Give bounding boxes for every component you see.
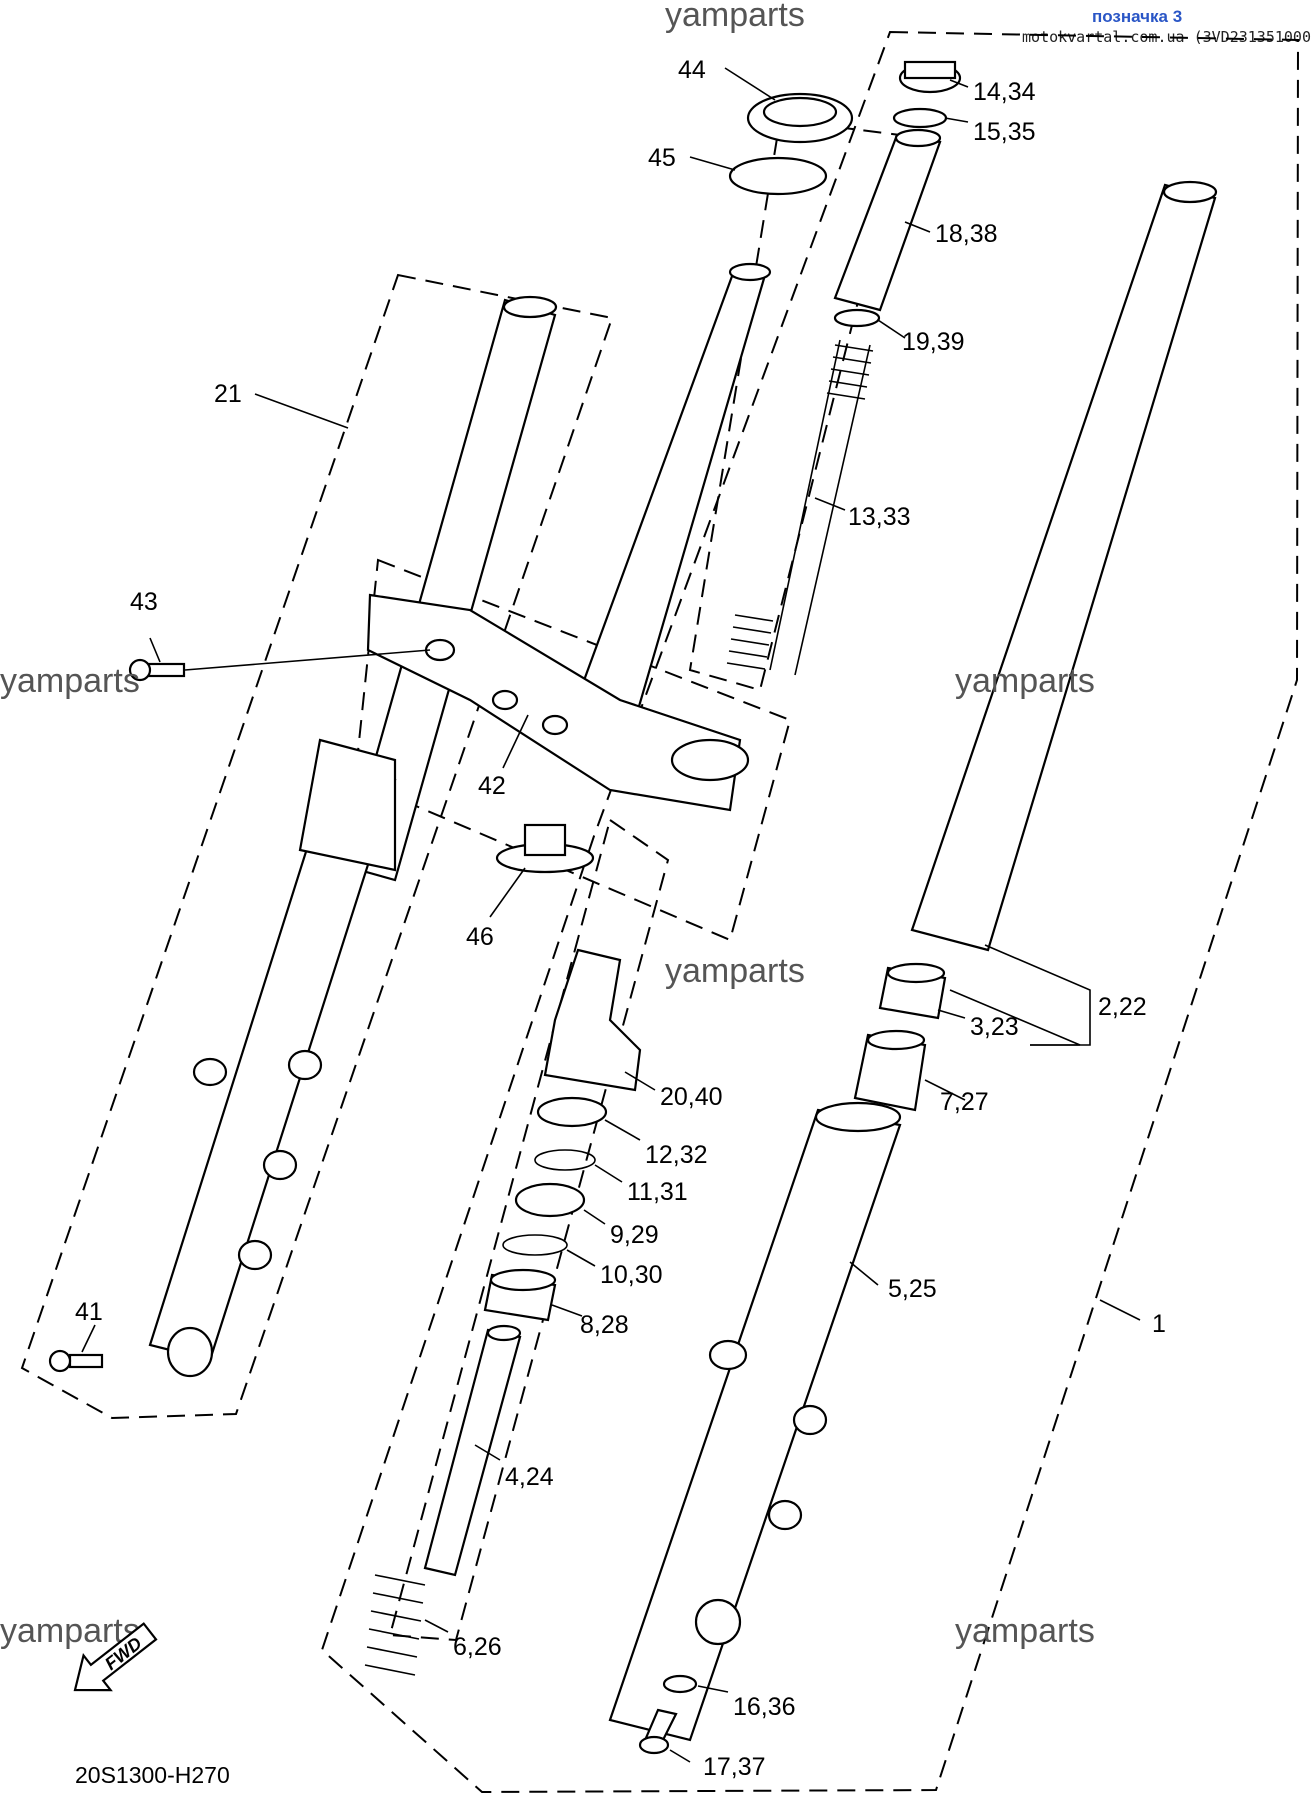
page-tag: позначка 3: [1092, 7, 1182, 26]
steering-stem: [573, 262, 772, 722]
bushing-7: [853, 1029, 927, 1112]
callout-11-31: 11,31: [627, 1178, 688, 1206]
under-bracket-42: [366, 593, 750, 812]
watermark-right-upper: yamparts: [955, 662, 1095, 700]
watermark-left-upper: yamparts: [0, 662, 140, 700]
group-outline-right-fork-1: [320, 30, 1300, 1794]
bolt-46: [495, 823, 595, 874]
o-ring-15: [892, 107, 948, 129]
callout-6-26: 6,26: [453, 1633, 502, 1661]
group-outline-crown-42: [353, 558, 792, 942]
leader-lines: [81, 67, 1141, 1763]
callout-13-33: 13,33: [848, 503, 911, 531]
bushing-3: [878, 962, 947, 1020]
callout-labels: 44 45 14,34 15,35 18,38 19,39 13,33 21 4…: [75, 56, 1166, 1781]
callout-16-36: 16,36: [733, 1693, 796, 1721]
callout-46: 46: [466, 923, 494, 951]
callout-3-23: 3,23: [970, 1013, 1019, 1041]
callout-5-25: 5,25: [888, 1275, 937, 1303]
dust-seal-12: [536, 1096, 608, 1128]
callout-15-35: 15,35: [973, 118, 1036, 146]
bolt-43: [128, 658, 186, 682]
bolt-17: [638, 1708, 678, 1755]
fork-spring-13: [726, 339, 874, 676]
watermark-top: yamparts: [665, 0, 805, 34]
callout-45: 45: [648, 144, 676, 172]
callout-44: 44: [678, 56, 706, 84]
damper-rod-4: [423, 1324, 522, 1577]
bearing-44: [746, 92, 854, 144]
callout-43: 43: [130, 588, 158, 616]
callout-14-34: 14,34: [973, 78, 1036, 106]
washer-10: [502, 1234, 568, 1256]
watermark-center: yamparts: [665, 952, 805, 990]
callout-19-39: 19,39: [902, 328, 965, 356]
watermark-right-lower: yamparts: [955, 1612, 1095, 1650]
washer-16: [662, 1674, 698, 1694]
seal-45: [728, 156, 828, 196]
callout-21: 21: [214, 380, 242, 408]
group-outline-cartridge: [388, 818, 670, 1642]
slide-metal-8: [483, 1268, 557, 1322]
callout-4-24: 4,24: [505, 1463, 554, 1491]
right-outer-tube: [608, 1101, 902, 1742]
spring-6: [364, 1574, 426, 1676]
callout-12-32: 12,32: [645, 1141, 708, 1169]
washer-19: [833, 308, 881, 328]
spacer-18: [833, 128, 942, 312]
source-site: motokvartal.com.ua (3VD231351000): [1022, 28, 1312, 46]
right-inner-tube: [910, 180, 1218, 952]
bolt-41: [48, 1349, 104, 1373]
callout-2-22: 2,22: [1098, 993, 1147, 1021]
group-outline-21: [20, 273, 614, 1420]
callout-7-27: 7,27: [940, 1088, 989, 1116]
guard-20: [543, 948, 642, 1092]
callout-10-30: 10,30: [600, 1261, 663, 1289]
callout-8-28: 8,28: [580, 1311, 629, 1339]
callout-42: 42: [478, 772, 506, 800]
callout-20-40: 20,40: [660, 1083, 723, 1111]
callout-9-29: 9,29: [610, 1221, 659, 1249]
callout-17-37: 17,37: [703, 1753, 766, 1781]
cap-bolt-14: [898, 60, 962, 94]
left-fork-assembly: [148, 295, 558, 1378]
callout-1: 1: [1152, 1310, 1166, 1338]
callout-18-38: 18,38: [935, 220, 998, 248]
clip-11: [534, 1149, 596, 1171]
oil-seal-9: [514, 1182, 586, 1218]
callout-41: 41: [75, 1298, 103, 1326]
diagram-code: 20S1300-H270: [75, 1762, 230, 1788]
